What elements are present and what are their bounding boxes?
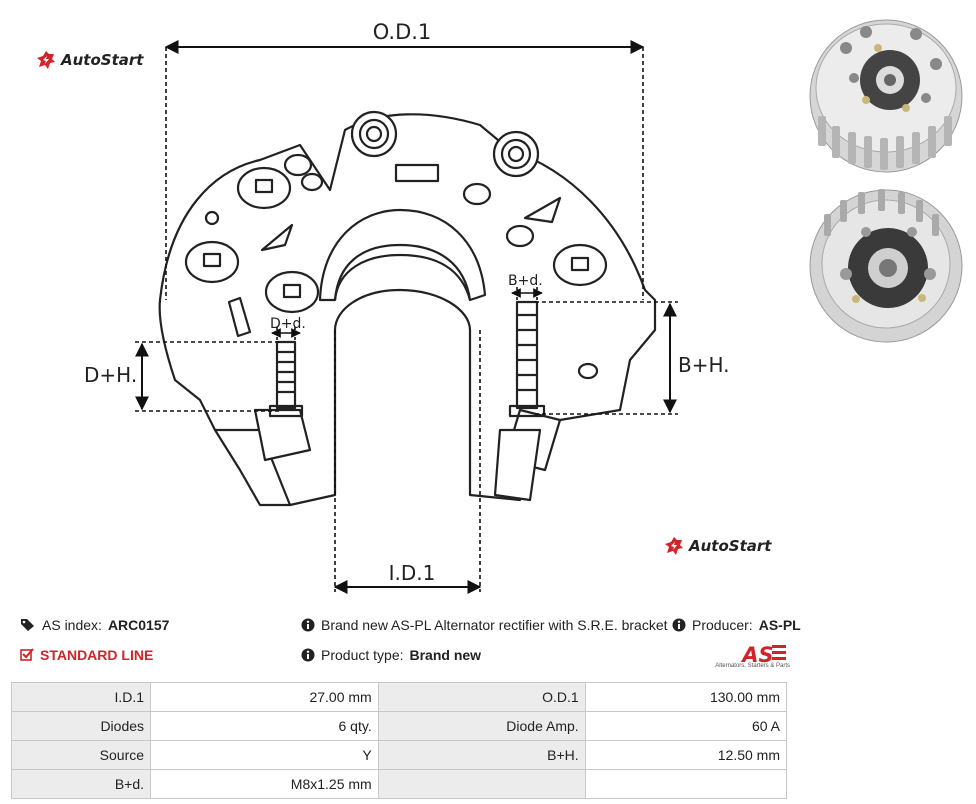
product-type-row: Product type: Brand new (301, 647, 481, 663)
bh-label: B+H. (678, 353, 730, 377)
spec-label: Source (10, 740, 152, 770)
spec-value: Y (150, 740, 379, 770)
autostart-logo-icon (37, 51, 55, 69)
checkbox-icon (20, 648, 34, 661)
dh-label: D+H. (84, 363, 137, 387)
info-icon (301, 618, 315, 632)
autostart-logo-icon (665, 537, 683, 555)
spec-value: 130.00 mm (584, 682, 788, 712)
info-icon (301, 648, 315, 662)
as-index-row: AS index: ARC0157 (20, 617, 169, 633)
standard-line-label: STANDARD LINE (40, 647, 154, 663)
standard-line-row: STANDARD LINE (20, 647, 153, 663)
as-index-label: AS index: (42, 617, 102, 633)
spec-label: O.D.1 (377, 682, 586, 712)
producer-row: Producer: AS-PL (672, 617, 801, 633)
producer-value: AS-PL (758, 617, 801, 633)
bolt-left (268, 340, 304, 418)
spec-label (377, 769, 586, 799)
product-description: Brand new AS-PL Alternator rectifier wit… (321, 617, 668, 633)
bd-label: B+d. (508, 273, 543, 289)
table-row: B+d.M8x1.25 mm (10, 769, 788, 799)
dimension-lines (135, 40, 678, 594)
product-photo-top (809, 19, 963, 173)
spec-value: 27.00 mm (150, 682, 379, 712)
rectifier-diagram: O.D.1 I.D.1 D+H. B+H. D+d. B+d. (84, 20, 730, 594)
product-type-label: Product type: (321, 647, 404, 663)
spec-value: M8x1.25 mm (150, 769, 379, 799)
spec-value: 12.50 mm (584, 740, 788, 770)
id-label: I.D.1 (389, 561, 436, 585)
spec-label: B+d. (10, 769, 152, 799)
spec-value: 60 A (584, 711, 788, 741)
product-photo-bottom (809, 189, 963, 343)
bolt-right (508, 300, 546, 418)
svg-text:AS: AS (740, 643, 773, 664)
info-icon (672, 618, 686, 632)
as-logo-mark: AS (740, 643, 786, 667)
rectifier-body (158, 110, 657, 507)
dd-label: D+d. (270, 316, 306, 332)
spec-label: B+H. (377, 740, 586, 770)
od-label: O.D.1 (373, 20, 432, 44)
autostart-logo-bottom: AutoStart (664, 536, 771, 556)
producer-label: Producer: (692, 617, 753, 633)
brand-name: AutoStart (61, 51, 144, 69)
autostart-logo-top: AutoStart (36, 50, 143, 70)
brand-name: AutoStart (689, 537, 772, 555)
spec-label: Diodes (10, 711, 152, 741)
as-pl-logo: AS Alternators, Starters & Parts (714, 642, 790, 672)
product-type-value: Brand new (409, 647, 482, 663)
description-row: Brand new AS-PL Alternator rectifier wit… (301, 617, 668, 633)
spec-label: I.D.1 (10, 682, 152, 712)
spec-value (584, 769, 788, 799)
tags-icon (21, 619, 34, 631)
spec-value: 6 qty. (150, 711, 379, 741)
as-index-value: ARC0157 (107, 617, 170, 633)
spec-label: Diode Amp. (377, 711, 586, 741)
as-logo-tagline: Alternators, Starters & Parts (715, 663, 790, 669)
